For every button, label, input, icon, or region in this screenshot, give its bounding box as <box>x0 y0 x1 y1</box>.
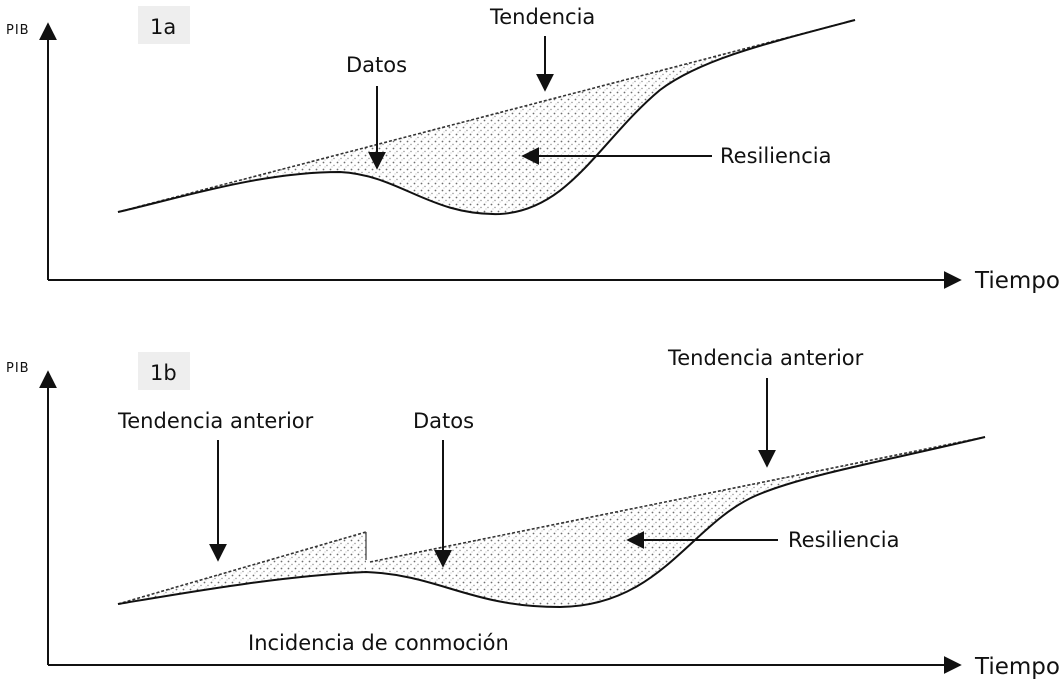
x-axis-label-1a: Tiempo <box>974 268 1060 294</box>
prior-gap-area-1b <box>118 532 366 604</box>
label-prior-trend-right-1b: Tendencia anterior <box>667 346 864 370</box>
panel-tag-bg-1a <box>138 6 190 44</box>
panel-tag-1b: 1b <box>150 361 177 385</box>
data-curve-1b <box>117 436 986 609</box>
prior-trend-line-1b <box>117 531 367 605</box>
label-resilience-1a: Resiliencia <box>720 144 832 168</box>
label-data-1a: Datos <box>346 53 407 77</box>
y-axis-label-1b: PIB <box>6 361 30 376</box>
label-trend-1a: Tendencia <box>489 5 595 29</box>
label-shock-1b: Incidencia de conmoción <box>248 631 509 655</box>
label-data-1b: Datos <box>413 409 474 433</box>
resilience-area-1b <box>370 437 985 607</box>
panel-tag-1a: 1a <box>150 15 176 39</box>
panel-1a: PIB Tiempo 1a Datos Tendencia Resilienci… <box>6 5 1060 294</box>
x-axis-label-1b: Tiempo <box>974 654 1060 680</box>
post-trend-line-1b <box>369 436 986 563</box>
panel-tag-bg-1b <box>138 352 190 390</box>
panel-1b: PIB Tiempo 1b Tendencia anterior Datos T… <box>6 346 1060 680</box>
label-resilience-1b: Resiliencia <box>788 528 900 552</box>
label-prior-trend-left-1b: Tendencia anterior <box>117 409 314 433</box>
y-axis-label-1a: PIB <box>6 23 30 38</box>
data-curve-1a <box>117 19 856 216</box>
trend-line-1a <box>117 19 856 213</box>
